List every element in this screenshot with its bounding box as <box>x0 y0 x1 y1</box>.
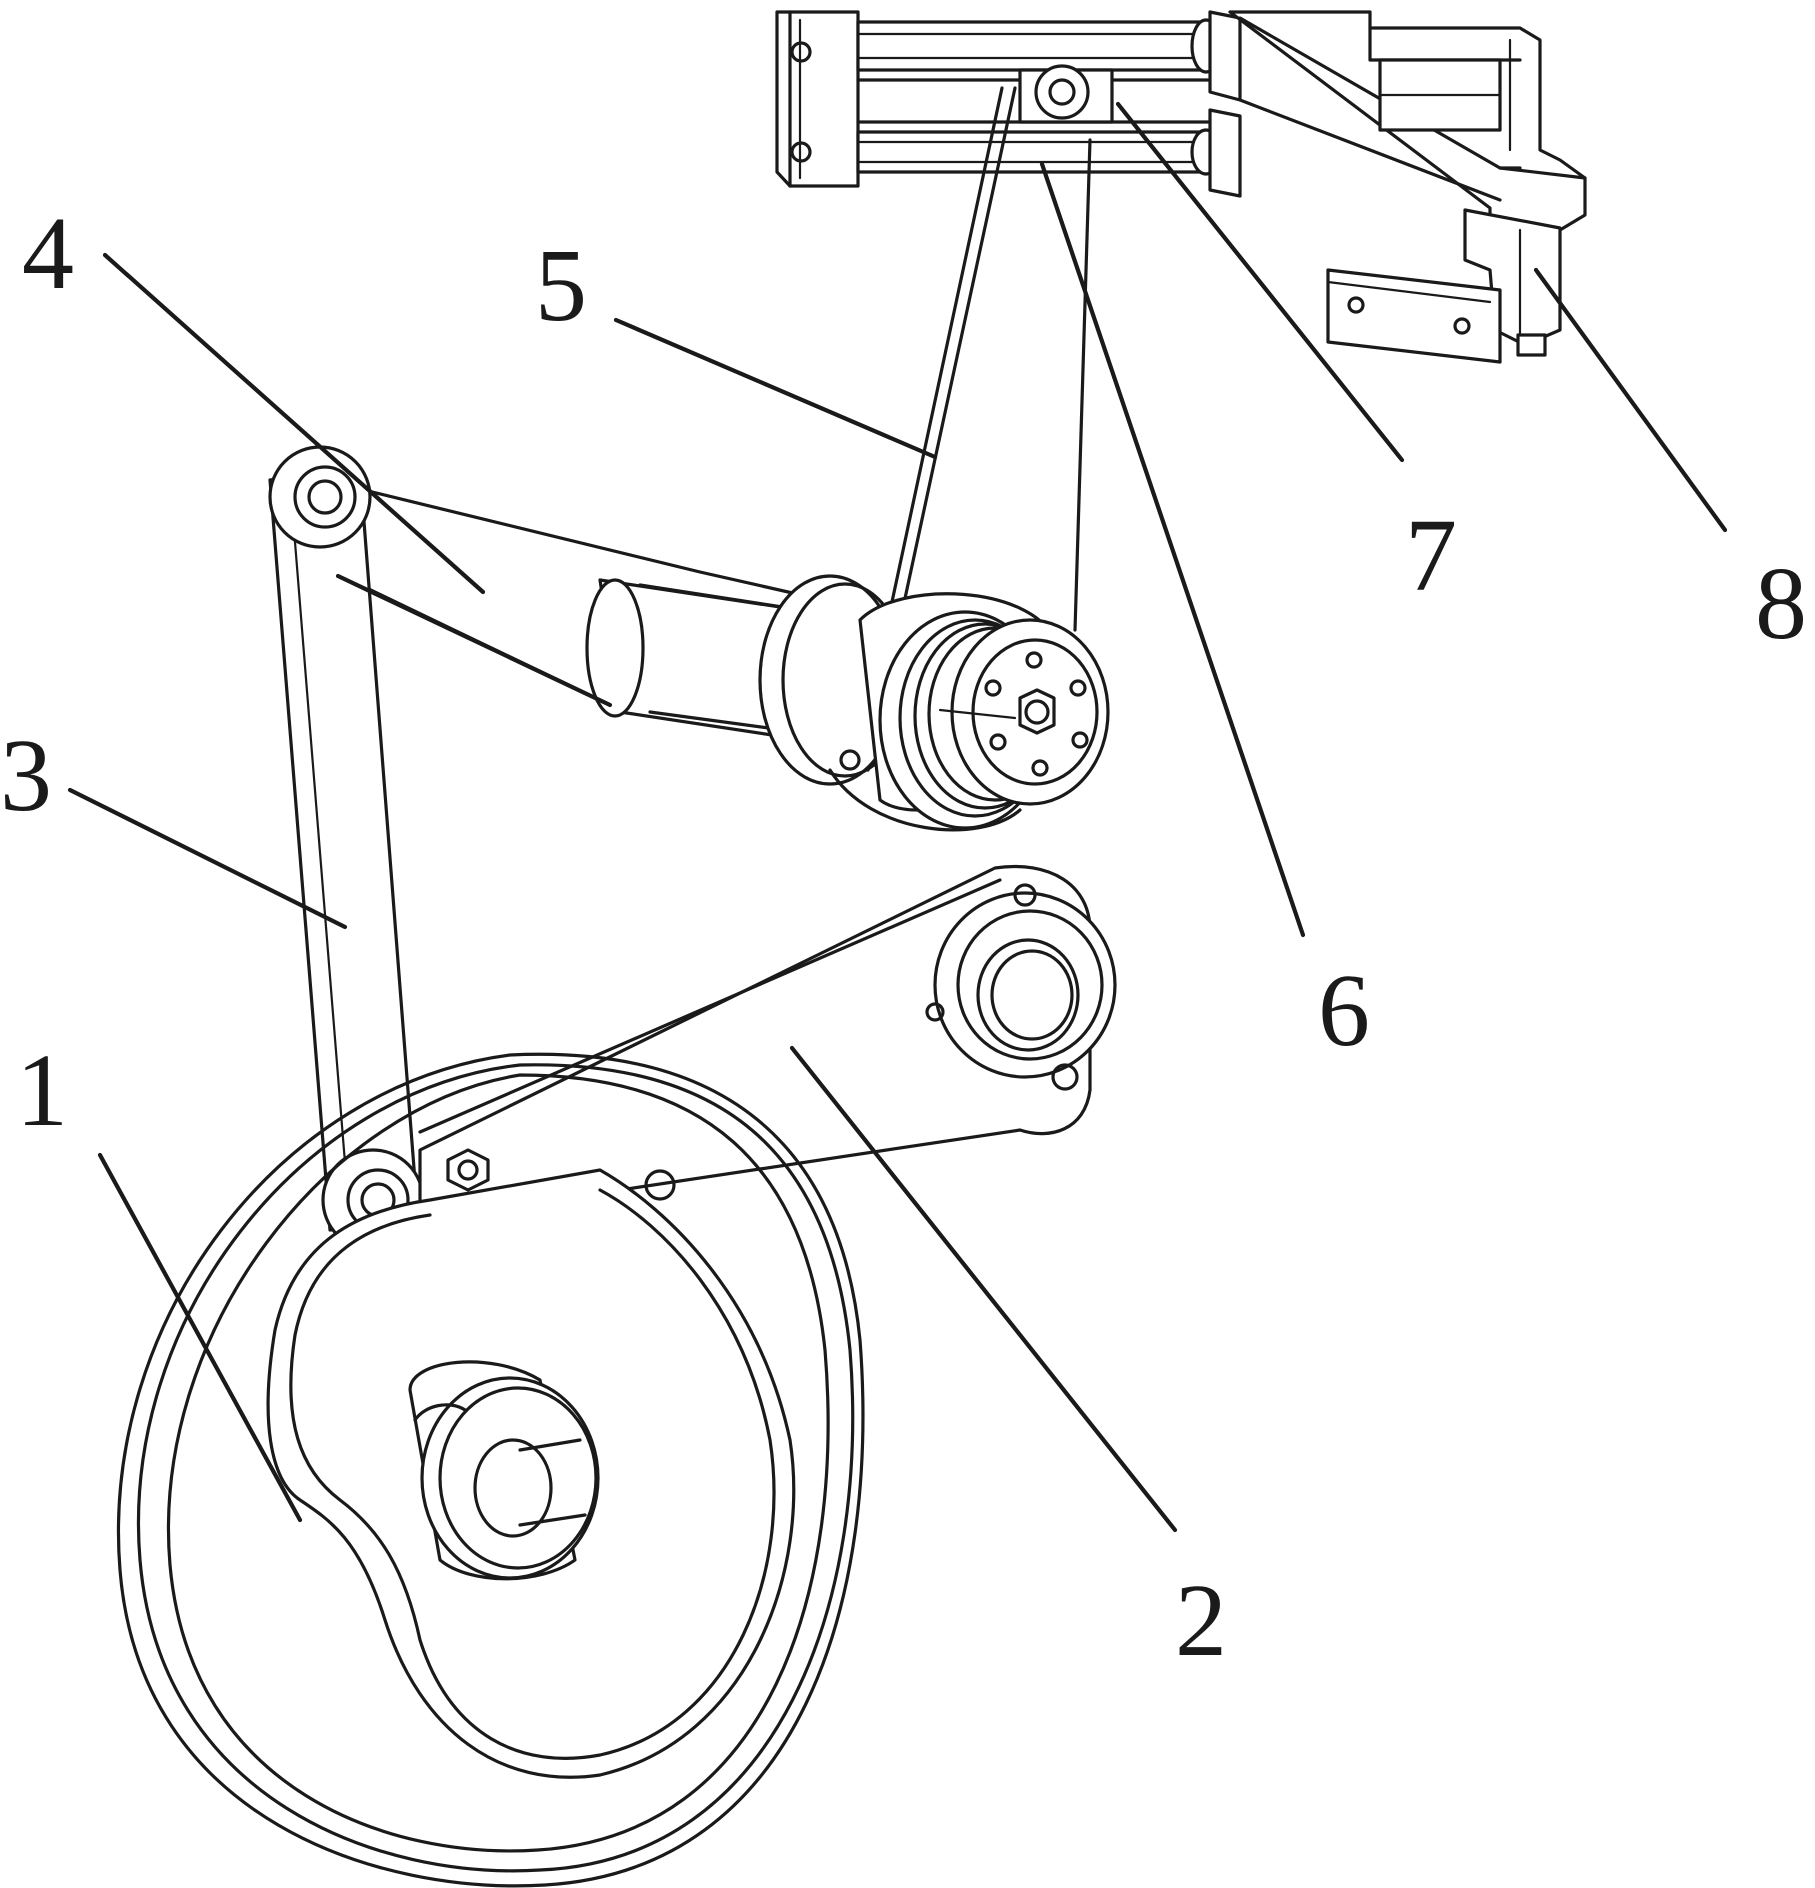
leader-6 <box>1039 161 1306 938</box>
label-5: 5 <box>535 228 587 343</box>
leader-1 <box>97 1152 303 1523</box>
leader-5 <box>613 317 938 460</box>
leader-7 <box>1115 101 1405 463</box>
cam-wheel <box>117 1052 865 1888</box>
label-2: 2 <box>1175 1563 1227 1678</box>
leader-lines <box>67 101 1728 1533</box>
leader-8 <box>1533 267 1728 533</box>
leader-3 <box>67 787 348 930</box>
label-6: 6 <box>1318 953 1370 1068</box>
leader-4 <box>102 252 486 595</box>
leader-4b <box>335 573 613 708</box>
top-bracket-assembly <box>775 10 1587 364</box>
label-1: 1 <box>16 1033 68 1148</box>
label-8: 8 <box>1755 546 1807 661</box>
label-3: 3 <box>0 718 52 833</box>
label-7: 7 <box>1405 498 1457 613</box>
lower-arm <box>418 865 1117 1212</box>
part-labels: 1 2 3 4 5 6 7 8 <box>0 196 1807 1678</box>
leader-2 <box>789 1045 1178 1533</box>
label-4: 4 <box>22 196 74 311</box>
upper-arm <box>280 468 1110 832</box>
